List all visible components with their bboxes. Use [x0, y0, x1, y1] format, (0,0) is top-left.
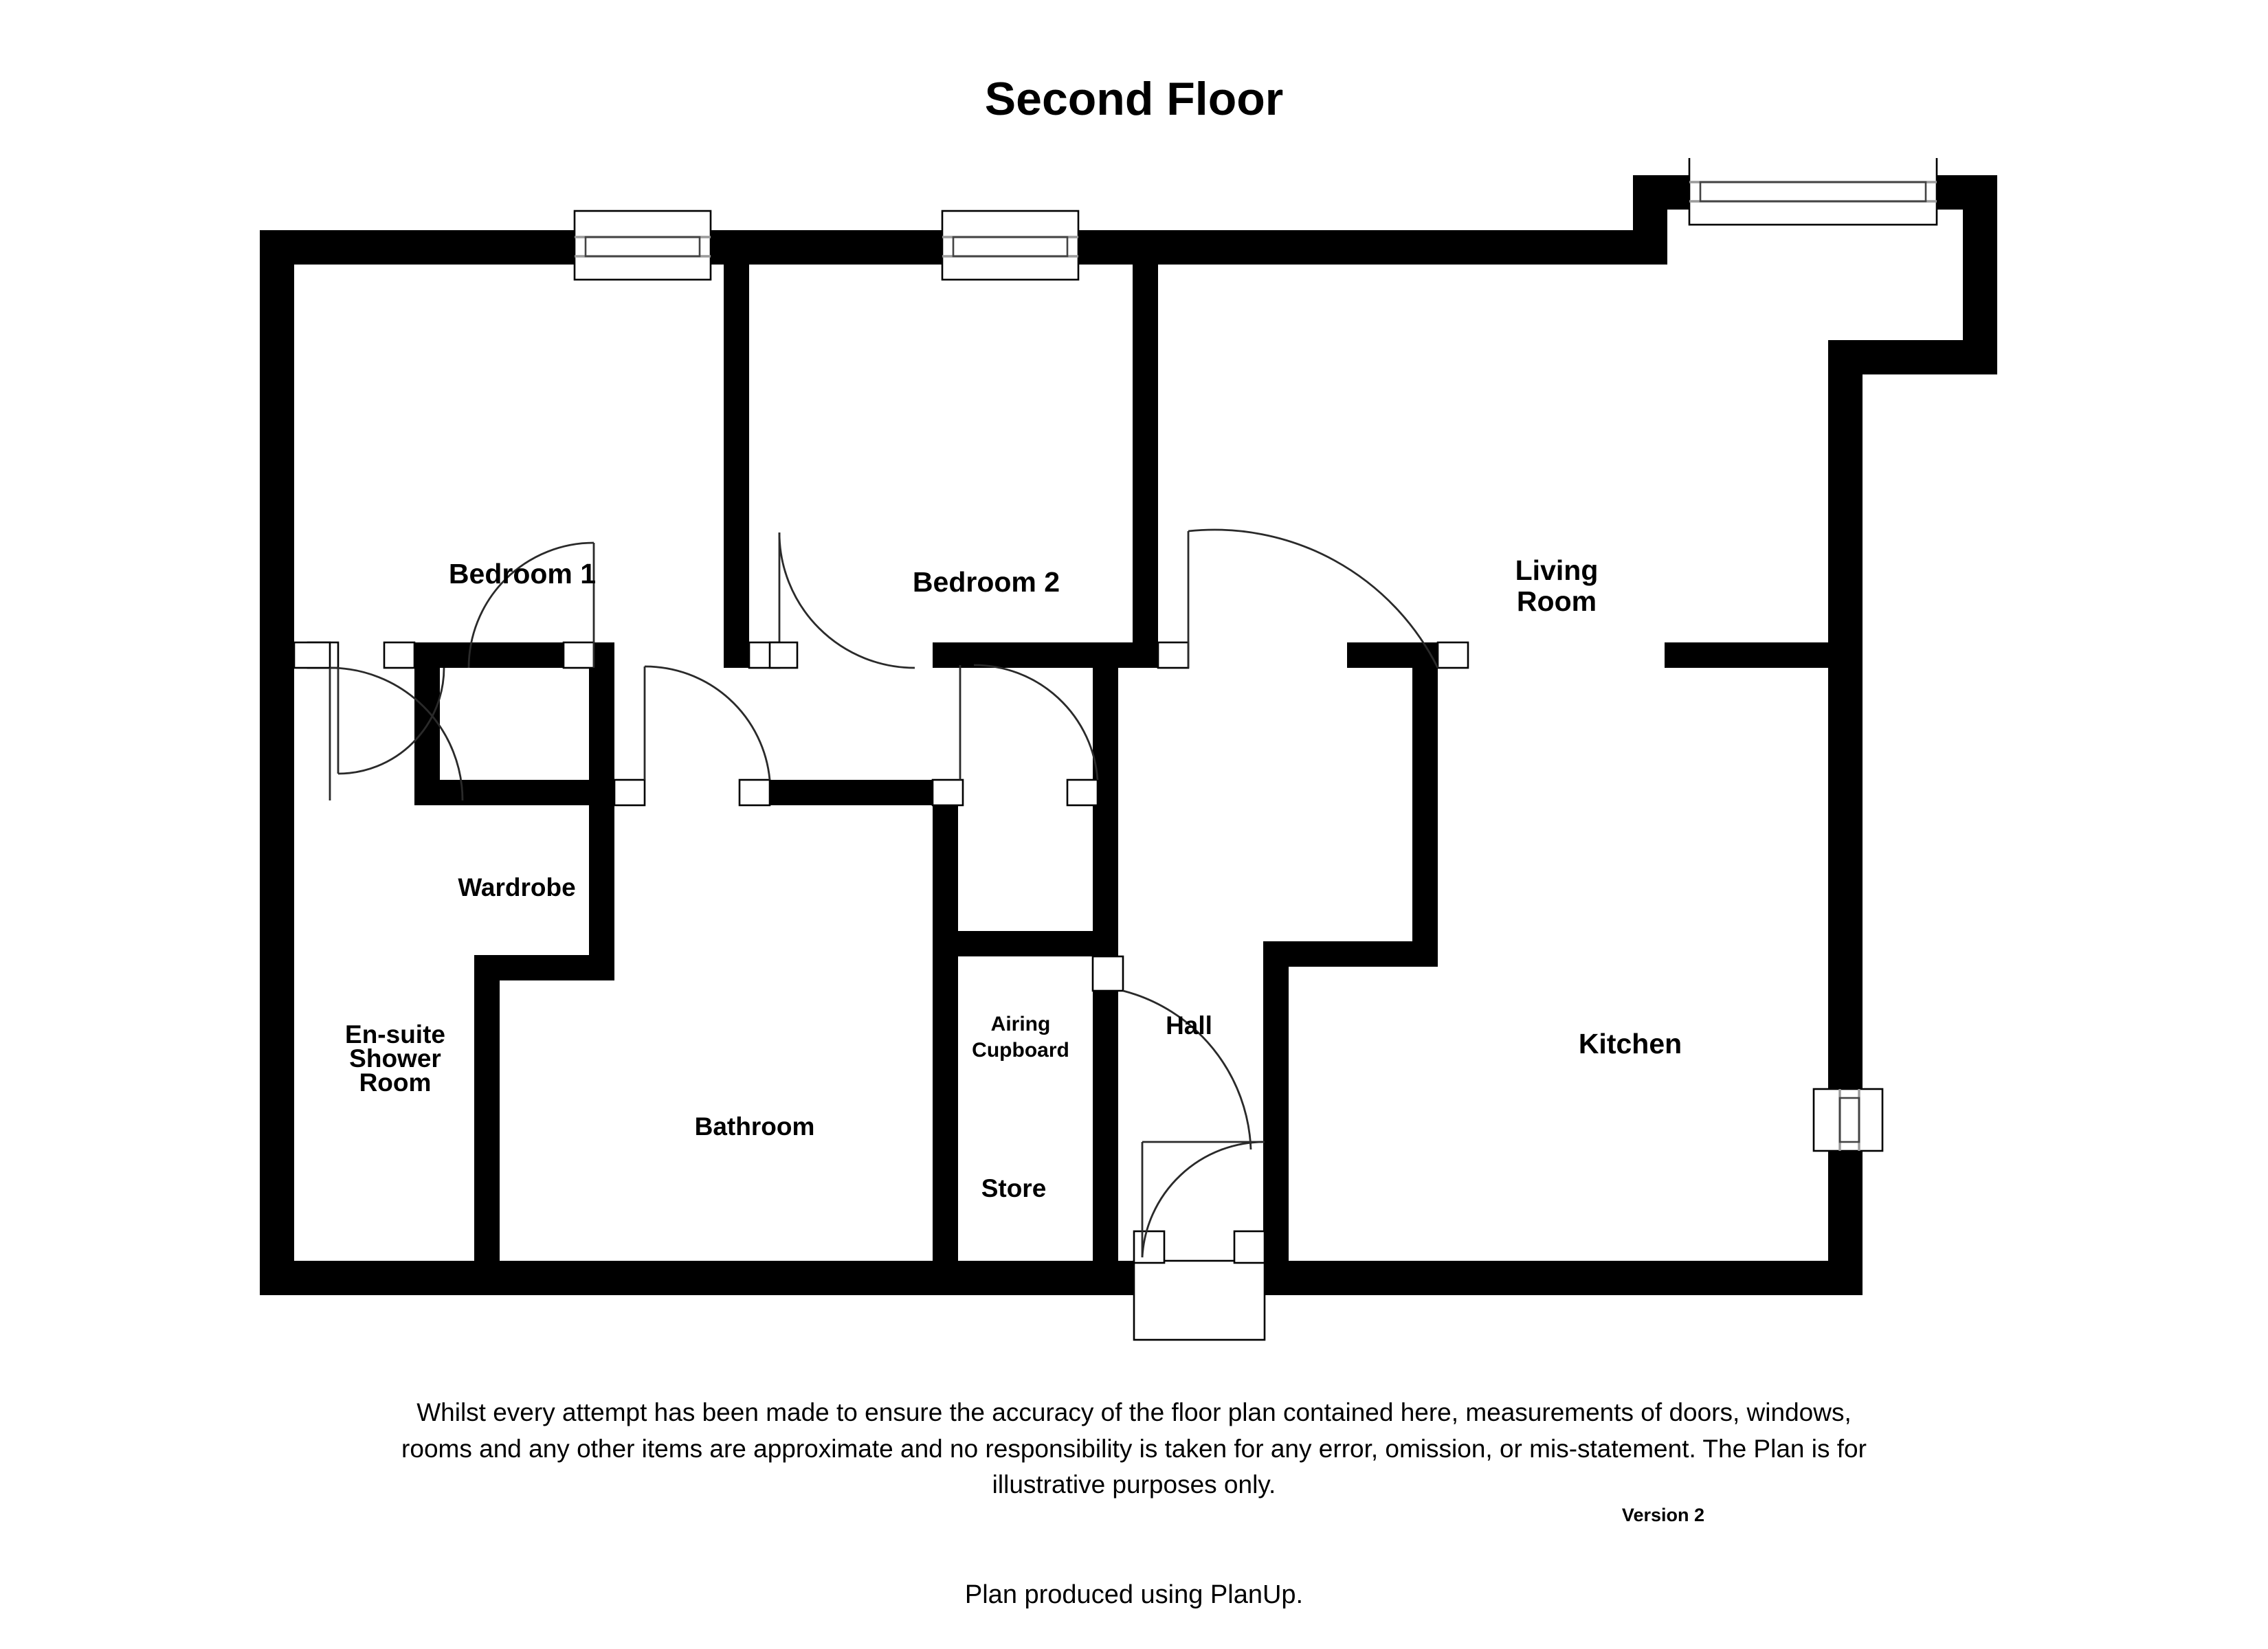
- wall-bottom-left: [260, 1261, 1134, 1295]
- disclaimer-text: Whilst every attempt has been made to en…: [401, 1398, 1867, 1499]
- wall-bed1-bed2: [724, 230, 749, 642]
- wall-hall-kitchen-v2: [1263, 941, 1289, 1295]
- wall-top-step: [1633, 175, 1667, 265]
- door-bedroom-2-right[interactable]: [768, 641, 799, 669]
- door-ensuite[interactable]: [293, 641, 464, 801]
- room-label-living-room-line2: Room: [1517, 585, 1597, 617]
- room-label-hall: Hall: [1166, 1011, 1212, 1040]
- door-airing-cupboard[interactable]: [931, 664, 1099, 807]
- wall-bathroom-right: [933, 780, 958, 1295]
- room-label-ensuite: En-suite Shower Room: [345, 1020, 445, 1097]
- wall-corridor-e: [1347, 642, 1438, 668]
- room-label-bedroom-1: Bedroom 1: [449, 558, 596, 590]
- room-label-living-room: Living Room: [1515, 554, 1599, 617]
- footer-credit: Plan produced using PlanUp.: [964, 1580, 1304, 1609]
- wall-ensuite-left-v: [474, 955, 500, 1295]
- door-wardrobe[interactable]: [467, 541, 595, 669]
- window-bedroom-2: [941, 210, 1080, 281]
- wall-right-lower-b: [1828, 1149, 1863, 1295]
- room-label-airing-line2: Cupboard: [972, 1039, 1069, 1062]
- floorplan-drawing: Bedroom 1 Bedroom 2 Living Room Wardrobe…: [0, 158, 2268, 1354]
- door-store[interactable]: [1091, 955, 1252, 1150]
- window-bedroom-1: [573, 210, 712, 281]
- wall-corridor-d: [933, 642, 1158, 668]
- room-label-living-room-line1: Living: [1515, 554, 1599, 586]
- wall-group: [260, 175, 1997, 1295]
- door-living-room[interactable]: [1157, 528, 1469, 669]
- door-bathroom[interactable]: [613, 665, 771, 807]
- wall-wardrobe-right: [589, 642, 614, 805]
- room-label-airing-line1: Airing: [991, 1013, 1051, 1035]
- wall-left-outer: [260, 230, 294, 1295]
- page-title: Second Floor: [984, 73, 1284, 125]
- window-living-room: [1688, 158, 1938, 226]
- wall-bed2-living: [1133, 230, 1158, 642]
- room-label-airing-cupboard: Airing Cupboard: [972, 1013, 1069, 1062]
- version-label: Version 2: [1621, 1505, 1704, 1525]
- door-entrance[interactable]: [1133, 1141, 1266, 1341]
- wall-airing-right: [1093, 668, 1118, 956]
- floorplan-svg: Bedroom 1 Bedroom 2 Living Room Wardrobe…: [260, 158, 1997, 1341]
- window-group: [573, 158, 1938, 1152]
- wall-ensuite-bathroom-v: [589, 780, 614, 979]
- wall-living-stub: [1665, 642, 1828, 668]
- door-group: [293, 528, 1469, 1341]
- window-kitchen: [1812, 1088, 1884, 1152]
- room-label-wardrobe: Wardrobe: [458, 873, 575, 901]
- wall-hall-kitchen-v1: [1412, 668, 1438, 967]
- room-label-store: Store: [981, 1174, 1047, 1202]
- room-label-group: Bedroom 1 Bedroom 2 Living Room Wardrobe…: [345, 554, 1682, 1202]
- wall-airing-bottom: [933, 931, 1118, 956]
- room-label-ensuite-line1: En-suite: [345, 1020, 445, 1048]
- wall-bottom-right: [1263, 1261, 1863, 1295]
- wall-hall-kitchen-h: [1263, 941, 1438, 967]
- room-label-ensuite-line3: Room: [359, 1068, 432, 1097]
- room-label-bathroom: Bathroom: [695, 1112, 815, 1141]
- room-label-kitchen: Kitchen: [1579, 1028, 1682, 1059]
- wall-right-lower-a: [1828, 340, 1863, 1089]
- room-label-ensuite-line2: Shower: [349, 1044, 441, 1073]
- wall-wardrobe-bottom: [414, 780, 615, 805]
- room-label-bedroom-2: Bedroom 2: [913, 566, 1060, 598]
- wall-store-right: [1093, 956, 1118, 1261]
- wall-airing-top: [770, 780, 933, 805]
